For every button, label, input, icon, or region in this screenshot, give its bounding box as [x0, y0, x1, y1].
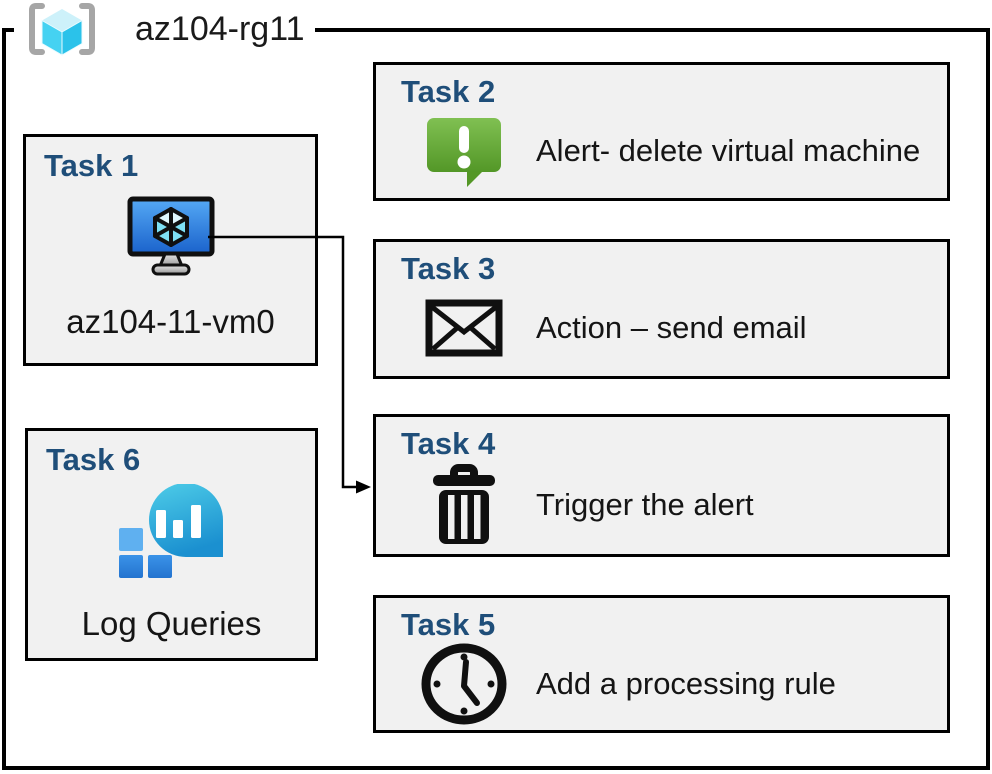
email-icon [418, 299, 510, 357]
task6-box: Task 6 Log Queries [25, 428, 318, 661]
task3-label: Action – send email [536, 310, 807, 346]
alert-message-icon [418, 112, 510, 190]
resource-group-boundary [2, 28, 990, 770]
log-queries-icon [117, 483, 227, 585]
task2-title: Task 2 [401, 74, 496, 109]
task4-box: Task 4 Trigger the alert [373, 414, 950, 557]
task6-label: Log Queries [81, 605, 262, 643]
resource-group-icon [25, 2, 99, 57]
task6-title: Task 6 [46, 442, 141, 477]
task2-box: Task 2 Alert- delete virtual machine [373, 62, 950, 201]
task5-box: Task 5 Add a processing rule [373, 595, 950, 733]
task1-title: Task 1 [44, 148, 139, 183]
resource-group-name: az104-rg11 [135, 9, 305, 48]
task5-label: Add a processing rule [536, 666, 836, 702]
task1-box: Task 1 [23, 134, 318, 366]
clock-icon [418, 642, 510, 726]
task2-label: Alert- delete virtual machine [536, 132, 921, 168]
task3-box: Task 3 Action – send email [373, 239, 950, 379]
trash-icon [418, 463, 510, 546]
task1-label: az104-11-vm0 [66, 303, 275, 341]
task4-label: Trigger the alert [536, 486, 754, 522]
task3-title: Task 3 [401, 251, 496, 286]
task4-title: Task 4 [401, 426, 496, 461]
resource-group-legend: az104-rg11 [14, 0, 315, 58]
virtual-machine-icon [127, 196, 215, 281]
task5-title: Task 5 [401, 607, 496, 642]
